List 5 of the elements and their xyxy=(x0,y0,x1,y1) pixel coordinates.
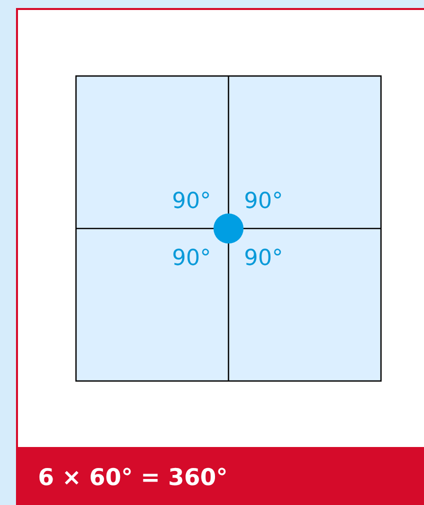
caption: 6 × 60° = 360° xyxy=(38,464,228,492)
angle-label: 90° xyxy=(244,189,283,215)
angle-label: 90° xyxy=(172,189,211,215)
angle-label: 90° xyxy=(244,246,283,272)
angle-label: 90° xyxy=(172,246,211,272)
